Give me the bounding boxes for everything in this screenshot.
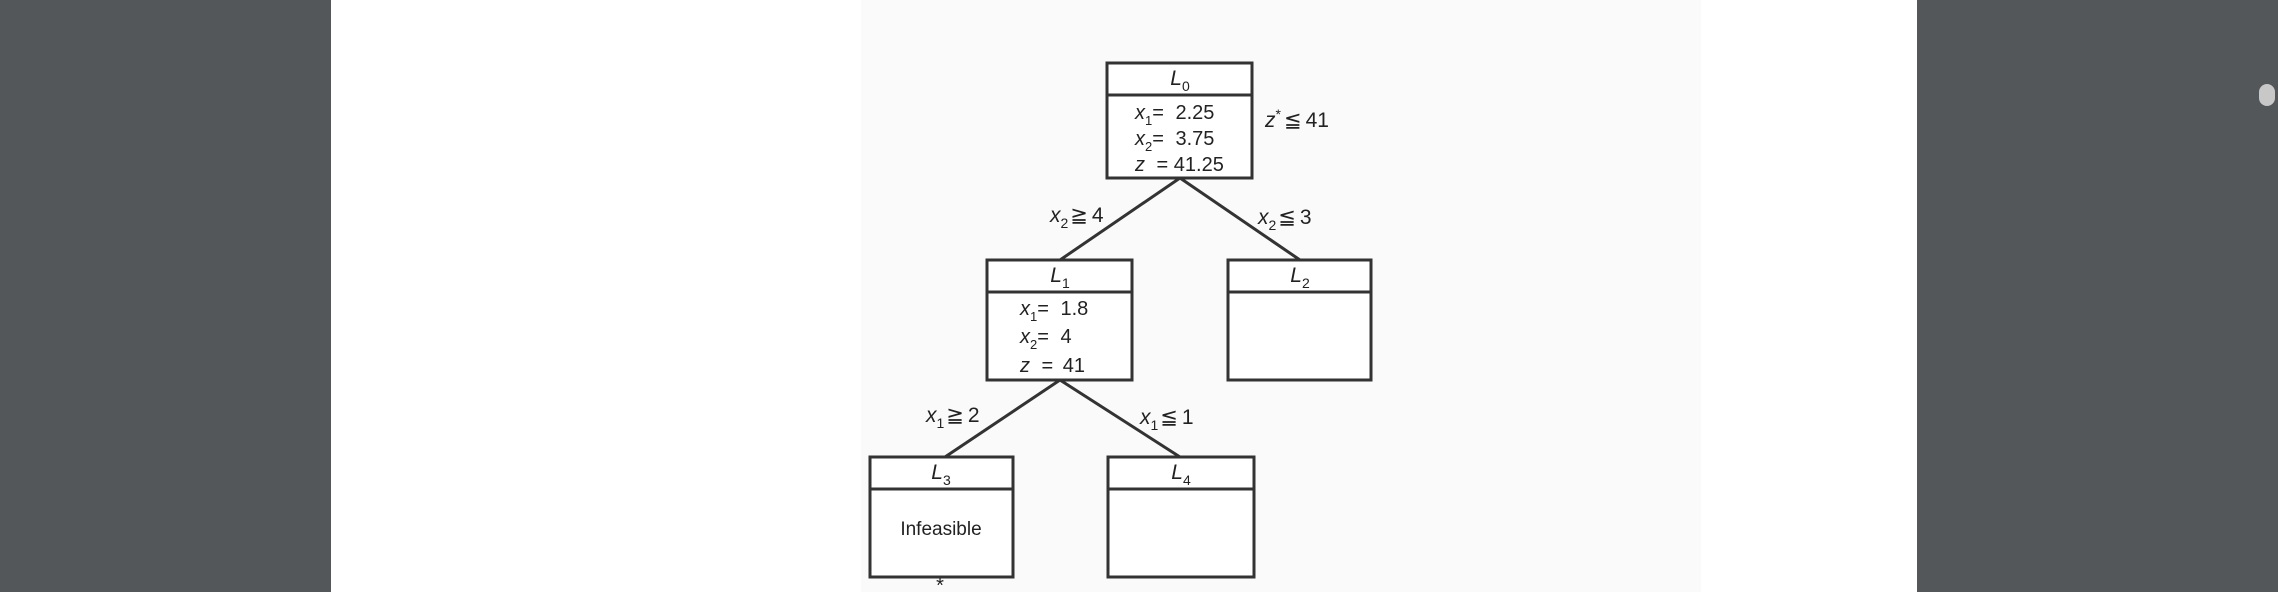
branch-label-L1-L3: x1≧2	[925, 404, 980, 431]
incumbent-bound-label: z*≦41	[1264, 106, 1329, 132]
node-L1-row-x2: x2= 4	[1019, 326, 1072, 352]
node-L2: L2	[1226, 258, 1373, 382]
node-L0: L0 x1= 2.25 x2= 3.75 z = 41.25	[1105, 61, 1254, 180]
edge-L1-L3	[944, 378, 1061, 459]
edge-L0-L2	[1179, 176, 1301, 262]
edge-L1-L4	[1059, 378, 1181, 459]
node-L1-label: L1	[1050, 264, 1070, 291]
branch-label-L1-L4: x1≦1	[1139, 406, 1194, 433]
branch-label-L0-L1: x2≧4	[1049, 204, 1104, 231]
node-L0-row-z: z = 41.25	[1134, 154, 1224, 176]
node-L3: L3 Infeasible	[868, 455, 1015, 579]
node-L0-row-x1: x1= 2.25	[1134, 102, 1214, 128]
node-L3-label: L3	[931, 461, 951, 488]
node-L4: L4	[1106, 455, 1256, 579]
branch-label-L0-L2: x2≦3	[1257, 206, 1312, 233]
node-L1-row-z: z = 41	[1019, 355, 1085, 377]
edge-L0-L1	[1059, 176, 1181, 262]
node-L3-status: Infeasible	[900, 519, 981, 540]
node-L1: L1 x1= 1.8 x2= 4 z = 41	[985, 258, 1134, 382]
node-L0-row-x2: x2= 3.75	[1134, 128, 1214, 154]
node-L0-label: L0	[1170, 67, 1190, 94]
scrollbar-thumb[interactable]	[2259, 84, 2275, 106]
node-L4-label: L4	[1171, 461, 1191, 488]
footnote-mark: *	[936, 575, 944, 592]
node-L1-row-x1: x1= 1.8	[1019, 298, 1088, 324]
node-L2-label: L2	[1290, 264, 1310, 291]
